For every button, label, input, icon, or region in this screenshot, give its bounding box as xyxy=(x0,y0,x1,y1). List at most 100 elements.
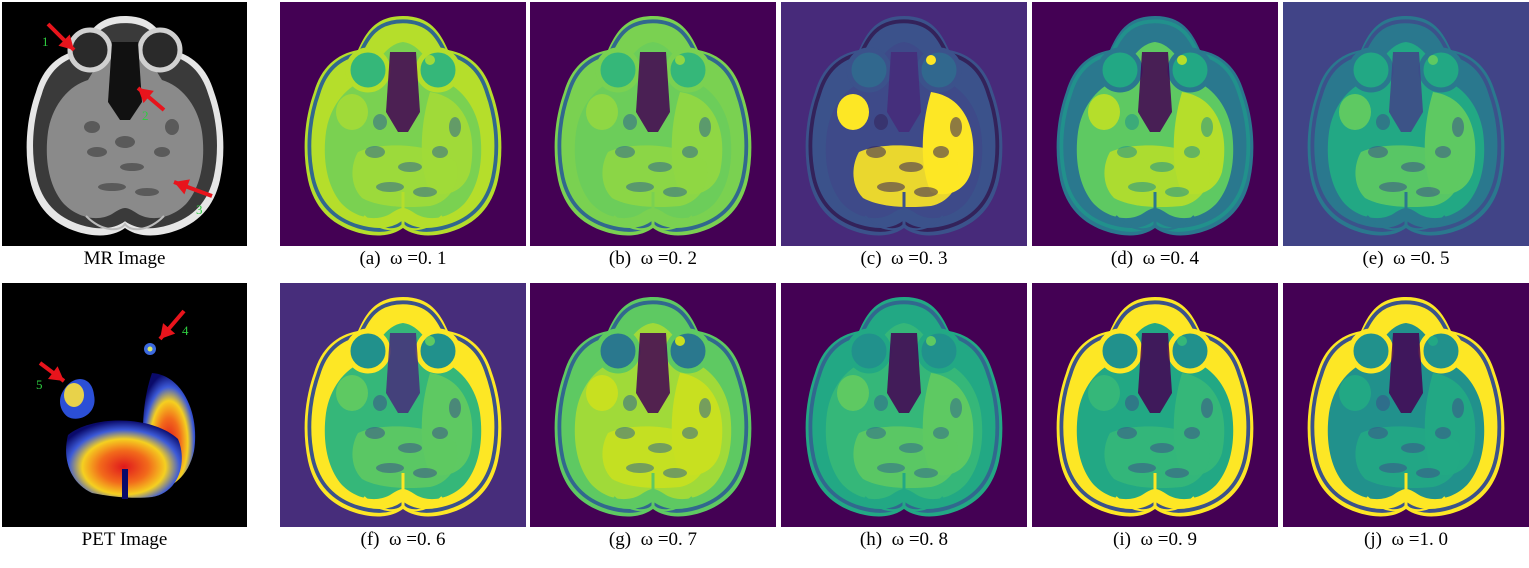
sulcus xyxy=(1184,146,1200,158)
mr-sinus xyxy=(108,42,142,120)
sulcus xyxy=(663,187,687,197)
cerebellum-edge xyxy=(363,496,443,512)
mr-sulcus xyxy=(165,119,179,135)
cerebellum-edge xyxy=(613,496,693,512)
sulcus xyxy=(933,146,949,158)
sulcus xyxy=(1452,398,1464,418)
sulcus xyxy=(950,398,962,418)
uptake-left-temporal xyxy=(837,375,869,411)
sulcus xyxy=(914,468,938,478)
right-eye-orbit xyxy=(665,328,711,374)
mr-sulcus xyxy=(84,121,100,133)
sulcus xyxy=(1201,117,1213,137)
cerebellum-edge xyxy=(613,215,693,231)
fused-image-omega-0-7 xyxy=(530,283,776,527)
sulcus xyxy=(623,114,637,130)
uptake-spot xyxy=(675,55,685,65)
fused-caption: (c) ω =0. 3 xyxy=(860,248,948,269)
sulcus xyxy=(1125,395,1139,411)
uptake-spot xyxy=(926,55,936,65)
annotation-number: 2 xyxy=(142,108,149,123)
left-eye-orbit xyxy=(595,328,641,374)
sulcus xyxy=(1435,146,1451,158)
annotation-number: 5 xyxy=(36,377,43,392)
fused-image-omega-0-2 xyxy=(530,2,776,246)
uptake-spot xyxy=(1177,55,1187,65)
sulcus xyxy=(1416,187,1440,197)
fused-image-omega-1 xyxy=(1283,283,1529,527)
sinus-region xyxy=(386,333,420,413)
fused-caption: (d) ω =0. 4 xyxy=(1110,248,1200,269)
sinus-region xyxy=(1138,52,1172,132)
sulcus xyxy=(373,395,387,411)
cerebellum-edge xyxy=(1366,496,1446,512)
sulcus xyxy=(1128,182,1156,192)
left-eye-orbit xyxy=(345,328,391,374)
sulcus xyxy=(1117,427,1137,439)
uptake-spot xyxy=(425,336,435,346)
fused-image-omega-0-4 xyxy=(1032,2,1278,246)
sulcus xyxy=(626,182,654,192)
sulcus xyxy=(663,468,687,478)
sulcus xyxy=(1379,182,1407,192)
right-eye-orbit xyxy=(665,47,711,93)
sulcus xyxy=(682,427,698,439)
sulcus xyxy=(874,114,888,130)
left-eye-orbit xyxy=(1097,47,1143,93)
sulcus xyxy=(1125,114,1139,130)
sulcus xyxy=(432,427,448,439)
uptake-left-temporal xyxy=(586,375,618,411)
uptake-left-temporal xyxy=(586,94,618,130)
right-eye-orbit xyxy=(415,328,461,374)
mr-sulcus xyxy=(135,188,159,196)
cerebellum-edge xyxy=(864,496,944,512)
uptake-spot xyxy=(425,55,435,65)
left-eye-orbit xyxy=(846,328,892,374)
mr-sulcus xyxy=(115,136,135,148)
sinus-region xyxy=(887,52,921,132)
right-eye-orbit xyxy=(1418,328,1464,374)
annotation-arrow-head xyxy=(48,366,64,381)
uptake-spot xyxy=(1177,336,1187,346)
fused-caption: (b) ω =0. 2 xyxy=(608,248,698,269)
sulcus xyxy=(1165,468,1189,478)
right-eye-orbit xyxy=(1167,47,1213,93)
uptake-spot xyxy=(675,336,685,346)
uptake-left-temporal xyxy=(1088,375,1120,411)
right-eye-orbit xyxy=(1167,328,1213,374)
annotation-arrow-head xyxy=(160,323,176,339)
cerebellum-edge xyxy=(1115,215,1195,231)
sulcus xyxy=(373,114,387,130)
sulcus xyxy=(866,427,886,439)
annotation-number: 1 xyxy=(42,34,49,49)
mr-cerebellum-edge xyxy=(85,215,165,231)
uptake-spot xyxy=(1428,336,1438,346)
uptake-spot xyxy=(926,336,936,346)
fused-image-omega-0-1 xyxy=(280,2,526,246)
sulcus xyxy=(1184,427,1200,439)
fused-image-omega-0-9 xyxy=(1032,283,1278,527)
fused-caption: (i) ω =0. 9 xyxy=(1113,529,1197,550)
mr-sulcus xyxy=(120,163,144,171)
left-eye-orbit xyxy=(846,47,892,93)
cerebellum-edge xyxy=(864,215,944,231)
fused-image-omega-0-6 xyxy=(280,283,526,527)
sulcus xyxy=(1401,443,1425,453)
right-eye-orbit xyxy=(916,47,962,93)
sulcus xyxy=(1376,114,1390,130)
uptake-left-temporal xyxy=(1339,94,1371,130)
uptake-left-temporal xyxy=(1339,375,1371,411)
sulcus xyxy=(1379,463,1407,473)
sulcus xyxy=(699,117,711,137)
fused-image-omega-0-8 xyxy=(781,283,1027,527)
sulcus xyxy=(1368,427,1388,439)
mr-left-eye xyxy=(67,27,113,73)
cerebellum-edge xyxy=(363,215,443,231)
sinus-region xyxy=(1389,333,1423,413)
pet-posterior-uptake xyxy=(66,420,182,498)
pet-small-spot-core xyxy=(147,346,153,352)
fused-caption: (e) ω =0. 5 xyxy=(1362,248,1450,269)
sinus-region xyxy=(636,333,670,413)
